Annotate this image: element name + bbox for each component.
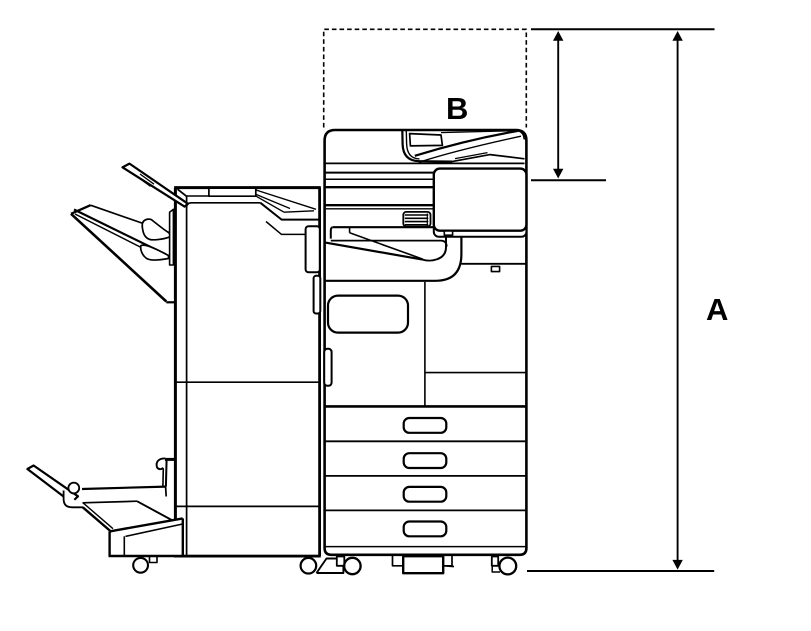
svg-text:B: B: [446, 91, 468, 126]
svg-text:A: A: [706, 292, 728, 327]
